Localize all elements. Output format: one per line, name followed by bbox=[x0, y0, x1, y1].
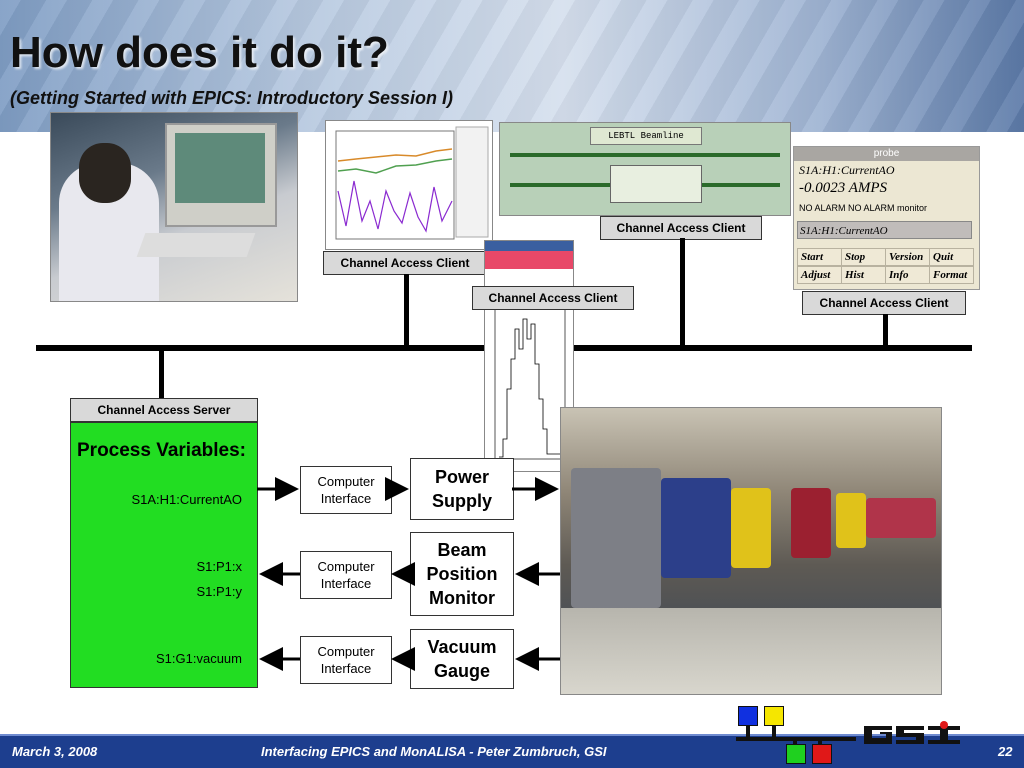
computer-interface-2: Computer Interface bbox=[300, 551, 392, 599]
operator-head bbox=[79, 143, 131, 203]
probe-value: -0.0023 AMPS bbox=[799, 180, 888, 196]
server-label: Channel Access Server bbox=[70, 398, 258, 422]
client-label-1: Channel Access Client bbox=[323, 251, 487, 275]
beam-position-monitor-box: Beam Position Monitor bbox=[410, 532, 514, 616]
pv-position-y: S1:P1:y bbox=[196, 584, 242, 599]
probe-pv-input[interactable]: S1A:H1:CurrentAO bbox=[797, 221, 972, 239]
footer-page-number: 22 bbox=[998, 744, 1013, 759]
footer-date: March 3, 2008 bbox=[12, 744, 98, 759]
network-logo-icon bbox=[736, 704, 860, 766]
probe-hist-button[interactable]: Hist bbox=[841, 266, 886, 284]
pv-current: S1A:H1:CurrentAO bbox=[131, 492, 242, 507]
client-4-connector bbox=[883, 314, 888, 348]
probe-titlebar: probe bbox=[794, 147, 979, 161]
server-connector bbox=[159, 348, 164, 398]
client-1-connector bbox=[404, 274, 409, 348]
yellow-magnet-2 bbox=[836, 493, 866, 548]
slide-title: How does it do it? bbox=[10, 28, 389, 77]
magnet-assembly bbox=[571, 468, 661, 608]
crt-monitor bbox=[165, 123, 277, 227]
blue-magnet bbox=[661, 478, 731, 578]
probe-pv-name: S1A:H1:CurrentAO bbox=[799, 163, 895, 177]
footer-talk-title: Interfacing EPICS and MonALISA - Peter Z… bbox=[261, 744, 607, 759]
accelerator-photo bbox=[560, 407, 942, 695]
red-magnet bbox=[791, 488, 831, 558]
stripchart-screenshot bbox=[325, 120, 493, 250]
gsi-logo-icon bbox=[864, 721, 960, 744]
stripchart-plot bbox=[335, 126, 489, 240]
probe-quit-button[interactable]: Quit bbox=[929, 248, 974, 266]
process-variables-panel bbox=[70, 422, 258, 688]
probe-start-button[interactable]: Start bbox=[797, 248, 842, 266]
computer-interface-1: Computer Interface bbox=[300, 466, 392, 514]
pv-vacuum: S1:G1:vacuum bbox=[156, 651, 242, 666]
probe-version-button[interactable]: Version bbox=[885, 248, 930, 266]
computer-interface-3: Computer Interface bbox=[300, 636, 392, 684]
beamline-screenshot: LEBTL Beamline bbox=[499, 122, 791, 216]
client-label-2: Channel Access Client bbox=[600, 216, 762, 240]
pv-position-x: S1:P1:x bbox=[196, 559, 242, 574]
client-label-4: Channel Access Client bbox=[802, 291, 966, 315]
vacuum-gauge-box: Vacuum Gauge bbox=[410, 629, 514, 689]
header-background bbox=[0, 0, 1024, 132]
client-2-connector bbox=[680, 238, 685, 348]
probe-window: probe S1A:H1:CurrentAO -0.0023 AMPS NO A… bbox=[793, 146, 980, 290]
red-magnet-row bbox=[866, 498, 936, 538]
probe-info-button[interactable]: Info bbox=[885, 266, 930, 284]
yellow-magnet bbox=[731, 488, 771, 568]
histogram-plot bbox=[494, 288, 566, 460]
power-supply-box: Power Supply bbox=[410, 458, 514, 520]
client-label-3: Channel Access Client bbox=[472, 286, 634, 310]
histogram-screenshot bbox=[484, 240, 574, 472]
slide-subtitle: (Getting Started with EPICS: Introductor… bbox=[10, 88, 454, 108]
probe-status: NO ALARM NO ALARM monitor bbox=[799, 203, 928, 213]
process-variables-heading: Process Variables: bbox=[77, 440, 246, 461]
probe-stop-button[interactable]: Stop bbox=[841, 248, 886, 266]
probe-format-button[interactable]: Format bbox=[929, 266, 974, 284]
accelerator-floor bbox=[561, 608, 941, 694]
operator-photo bbox=[50, 112, 298, 302]
beamline-title: LEBTL Beamline bbox=[590, 127, 702, 145]
